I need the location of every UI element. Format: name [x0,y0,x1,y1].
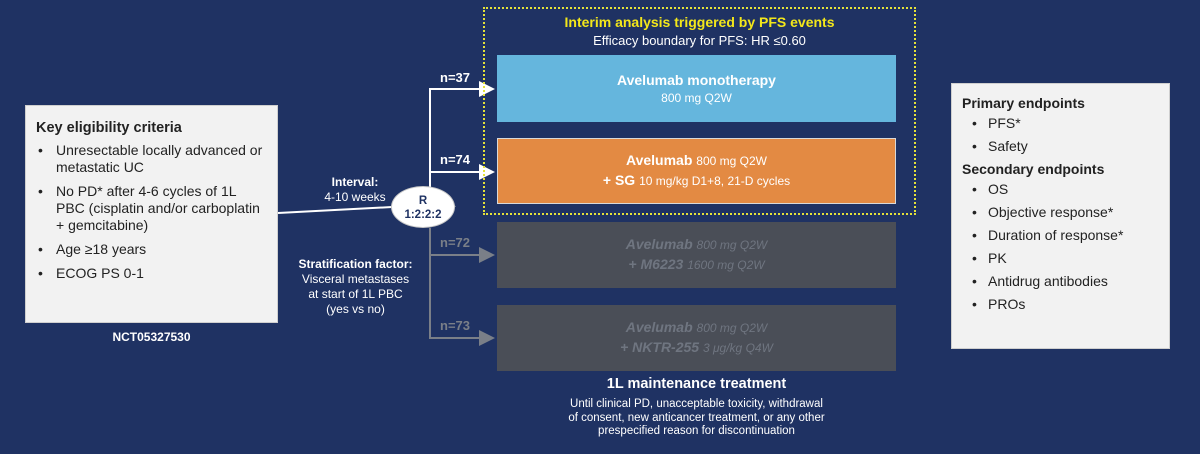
primary-endpoints-heading: Primary endpoints [962,95,1085,111]
arm-dose: 800 mg Q2W [696,154,767,168]
eligibility-list: Unresectable locally advanced or metasta… [36,142,267,282]
eligibility-item: No PD* after 4-6 cycles of 1L PBC (cispl… [36,183,267,234]
randomization-letter: R [418,195,428,207]
trial-id: NCT05327530 [112,330,191,344]
endpoint-item: Objective response* [962,204,1159,221]
arm-combo-prefix: + [602,172,615,188]
maintenance-line: of consent, new anticancer treatment, or… [568,411,825,424]
maintenance-description: Until clinical PD, unacceptable toxicity… [497,398,896,439]
arm-dose: 800 mg Q2W [696,321,768,335]
arm-n-label: n=37 [440,70,470,85]
arm-combo-dose: 1600 mg Q2W [687,258,765,272]
interval-label: Interval: 4-10 weeks [300,175,410,205]
arm-drug: Avelumab [625,319,693,335]
split-to-arms-top-line [429,81,495,190]
maintenance-line: Until clinical PD, unacceptable toxicity… [570,398,823,410]
eligibility-item: ECOG PS 0-1 [36,265,267,282]
endpoint-item: PFS* [962,115,1159,132]
arm-drug: Avelumab monotherapy [617,71,776,88]
arm-combo-prefix: + [628,256,641,272]
endpoint-item: Safety [962,138,1159,155]
primary-endpoints-list: PFS* Safety [962,115,1159,155]
split-to-arms-bottom-line [429,228,495,346]
secondary-endpoints-list: OS Objective response* Duration of respo… [962,181,1159,313]
arm-n-label: n=74 [440,152,470,167]
stratification-heading: Stratification factor: [298,257,413,271]
arm-n-label: n=72 [440,235,470,250]
arm-combo-dose: 3 μg/kg Q4W [702,341,773,355]
endpoint-item: PK [962,250,1159,267]
arm-drug: Avelumab [626,152,693,168]
endpoint-item: OS [962,181,1159,198]
arm-n-label: n=73 [440,318,470,333]
eligibility-item: Unresectable locally advanced or metasta… [36,142,267,176]
arm-drug: Avelumab [625,236,693,252]
arm-avelumab-sg: Avelumab 800 mg Q2W + SG 10 mg/kg D1+8, … [497,138,896,204]
randomization-node: R 1:2:2:2 [391,186,455,228]
arm-combo-drug: SG [614,172,636,188]
eligibility-panel: Key eligibility criteria Unresectable lo… [25,105,278,323]
stratification-line: (yes vs no) [326,302,385,316]
eligibility-item: Age ≥18 years [36,241,267,258]
maintenance-line: prespecified reason for discontinuation [598,425,795,437]
arm-avelumab-m6223: Avelumab 800 mg Q2W + M6223 1600 mg Q2W [497,222,896,288]
eligibility-heading: Key eligibility criteria [36,120,182,136]
interval-value: 4-10 weeks [324,190,386,204]
arm-dose: 800 mg Q2W [696,238,768,252]
stratification-block: Stratification factor: Visceral metastas… [283,257,428,317]
endpoint-item: Antidrug antibodies [962,273,1159,290]
arm-combo-prefix: + [620,339,633,355]
interim-subtitle: Efficacy boundary for PFS: HR ≤0.60 [593,33,806,48]
arm-avelumab-monotherapy: Avelumab monotherapy 800 mg Q2W [497,55,896,122]
arm-combo-drug: NKTR-255 [632,339,700,355]
arm-combo-drug: M6223 [640,256,684,272]
arm-dose: 800 mg Q2W [661,90,732,105]
randomization-ratio: 1:2:2:2 [404,209,442,221]
endpoint-item: PROs [962,296,1159,313]
stratification-line: at start of 1L PBC [308,287,403,301]
endpoints-panel: Primary endpoints PFS* Safety Secondary … [951,83,1170,349]
arm-avelumab-nktr255: Avelumab 800 mg Q2W + NKTR-255 3 μg/kg Q… [497,305,896,371]
secondary-endpoints-heading: Secondary endpoints [962,161,1105,177]
stratification-line: Visceral metastases [301,272,410,286]
arm-combo-dose: 10 mg/kg D1+8, 21-D cycles [639,174,791,188]
interim-analysis-box [483,7,916,215]
endpoint-item: Duration of response* [962,227,1159,244]
interim-title: Interim analysis triggered by PFS events [564,14,835,30]
maintenance-title: 1L maintenance treatment [606,376,787,392]
interval-heading: Interval: [331,175,379,189]
eligibility-to-randomization-line [277,206,393,214]
